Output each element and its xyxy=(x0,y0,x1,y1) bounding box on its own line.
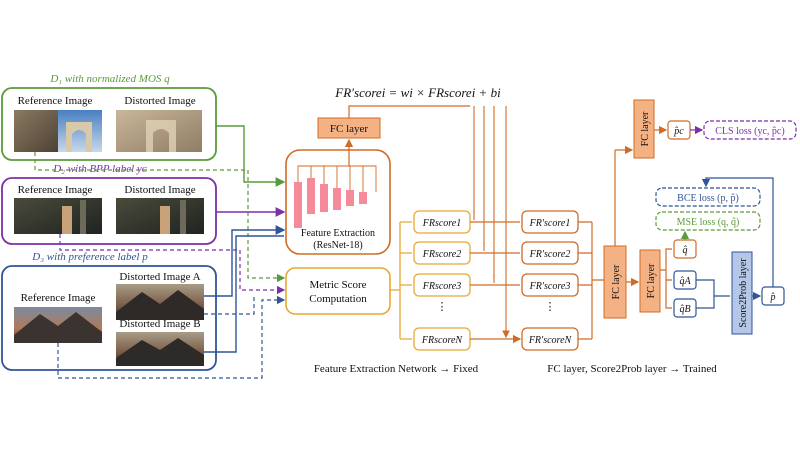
fr-score-2-label: FRscore2 xyxy=(422,249,462,260)
mse-loss-label: MSE loss (q, q̂) xyxy=(677,217,740,228)
fr-score-3: FRscore3 xyxy=(413,273,471,297)
fr-score-n-label: FRscoreN xyxy=(421,335,464,346)
d3-title: D₃ with preference label p xyxy=(31,251,148,263)
qab-to-score2prob-lines xyxy=(696,279,730,309)
cls-loss-box xyxy=(703,120,797,140)
fc-layer-main-label: FC layer xyxy=(611,264,622,299)
qa-output-label: q̂A xyxy=(679,276,691,287)
d3-distorted-a-label: Distorted Image A xyxy=(119,271,200,283)
d2-title: D₂ with BPP label yᴄ xyxy=(52,163,148,175)
d1-distorted-image xyxy=(116,110,202,152)
feature-extraction-sublabel: (ResNet-18) xyxy=(313,240,362,251)
score2prob-layer xyxy=(731,251,753,335)
cls-loss-label: CLS loss (yc, p̂c) xyxy=(715,126,784,137)
fc-layer-cls-label: FC layer xyxy=(640,111,651,146)
d3-reference-image xyxy=(14,307,102,343)
fr-score-1-label: FRscore1 xyxy=(422,218,462,229)
qb-output-label: q̂B xyxy=(679,304,690,315)
fr-score-2: FRscore2 xyxy=(413,241,471,265)
fr-prime-score-1: FR′score1 xyxy=(521,210,579,234)
p-to-bce-arrow xyxy=(701,177,774,287)
d3a-to-feature-arrow xyxy=(204,225,286,297)
fr-prime-score-1-label: FR′score1 xyxy=(529,218,571,229)
d3b-to-feature-arrow xyxy=(204,235,284,353)
fc-layer-top-label: FC layer xyxy=(330,123,369,135)
resnet-bars-icon xyxy=(294,165,377,228)
fr-score-1: FRscore1 xyxy=(413,210,471,234)
fr-prime-score-ellipsis: ⋮ xyxy=(545,301,556,313)
fc-layer-cls xyxy=(633,99,655,159)
d1-to-feature-arrow xyxy=(216,125,286,187)
d3-to-metric-arrow xyxy=(57,295,286,379)
score2prob-label: Score2Prob layer xyxy=(738,258,749,328)
weight-lines xyxy=(473,106,507,332)
d1-to-metric-arrow xyxy=(34,152,286,283)
d1-distorted-label: Distorted Image xyxy=(124,95,195,107)
bce-loss-label: BCE loss (p, p̂) xyxy=(677,193,739,204)
fr-prime-formula: FR′scorei = wi × FRscorei + bi xyxy=(334,85,501,100)
d2-reference-label: Reference Image xyxy=(18,184,93,196)
d1-title: D₁ with normalized MOS q xyxy=(49,73,170,85)
d2-reference-image xyxy=(14,198,102,234)
d2-group-box xyxy=(1,177,217,245)
fr-prime-score-3: FR′score3 xyxy=(521,273,579,297)
d1-reference-label: Reference Image xyxy=(18,95,93,107)
d3-distorted-a-image xyxy=(116,284,204,320)
d2-distorted-image xyxy=(116,198,204,234)
metric-score-box xyxy=(285,267,391,315)
metric-to-fr-lines xyxy=(390,221,412,340)
d3-dashed-branch xyxy=(204,296,255,315)
fr-prime-score-n: FR′scoreN xyxy=(521,327,579,351)
fr-score-3-label: FRscore3 xyxy=(422,281,462,292)
d3-distorted-b-image xyxy=(116,332,204,366)
fr-prime-score-3-label: FR′score3 xyxy=(529,281,571,292)
pc-output-label: p̂c xyxy=(673,126,684,137)
fr-score-ellipsis: ⋮ xyxy=(437,301,448,313)
p-output-label: p̂ xyxy=(770,292,776,303)
fc-q-split-lines xyxy=(660,248,672,309)
feature-extraction-label: Feature Extraction xyxy=(301,228,375,239)
d3-distorted-b-label: Distorted Image B xyxy=(119,318,200,330)
d1-group-box xyxy=(1,87,217,161)
fc-to-formula-line xyxy=(348,105,470,118)
mse-loss-box xyxy=(655,211,761,231)
frprime-merge-lines xyxy=(578,221,604,340)
metric-score-sublabel: Computation xyxy=(309,293,367,305)
d1-reference-image xyxy=(14,110,102,152)
fc-layer-q-label: FC layer xyxy=(646,263,657,298)
caption-fixed: Feature Extraction Network → Fixed xyxy=(314,363,479,375)
caption-trained: FC layer, Score2Prob layer → Trained xyxy=(547,363,717,375)
fr-score-n: FRscoreN xyxy=(413,327,471,351)
metric-score-label: Metric Score xyxy=(309,279,366,291)
bce-loss-box xyxy=(655,187,761,207)
feature-extraction-box xyxy=(285,149,391,255)
d2-distorted-label: Distorted Image xyxy=(124,184,195,196)
fr-prime-score-2-label: FR′score2 xyxy=(529,249,571,260)
fr-to-frprime-arrows xyxy=(470,221,520,339)
weight-arrowheads xyxy=(473,210,506,337)
fr-prime-score-2: FR′score2 xyxy=(521,241,579,265)
fc-layer-q xyxy=(639,249,661,313)
fr-prime-score-n-label: FR′scoreN xyxy=(528,335,573,346)
d2-to-metric-arrow xyxy=(59,234,286,295)
d3-group-box xyxy=(1,265,217,371)
d3-reference-label: Reference Image xyxy=(21,292,96,304)
q-output-label: q̂ xyxy=(683,245,688,256)
